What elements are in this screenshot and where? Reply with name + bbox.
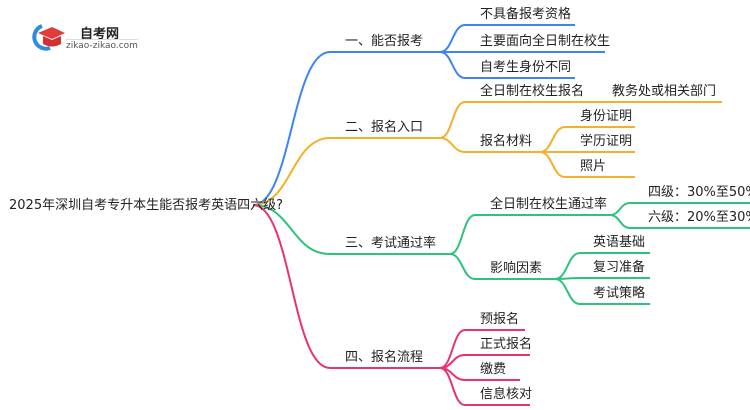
node-branches-1-children-1-children-0: 身份证明 — [580, 109, 633, 124]
edge-branches-0-children-2 — [439, 51, 575, 79]
node-branches-3-children-0: 预报名 — [480, 312, 520, 327]
node-branches-1-children-1-children-2: 照片 — [580, 159, 607, 174]
edge-branches-1-label — [252, 137, 440, 206]
node-branches-0-children-2: 自考生身份不同 — [480, 60, 572, 75]
edge-branches-3-label — [252, 204, 440, 369]
node-branches-3-children-1: 正式报名 — [480, 337, 533, 352]
node-branches-0-children-0: 不具备报考资格 — [480, 7, 572, 22]
node-branches-1-children-1-children-1: 学历证明 — [580, 134, 633, 149]
graduation-cap-icon — [32, 24, 65, 51]
node-branches-2: 三、考试通过率 — [345, 236, 437, 251]
edge-branches-2-children-0-children-1 — [609, 214, 750, 229]
node-branches-0: 一、能否报考 — [345, 34, 424, 49]
node-branches-1-children-0: 全日制在校生报名 — [480, 84, 585, 99]
node-branches-2-children-1-children-2: 考试策略 — [593, 286, 646, 301]
node-branches-1-children-1: 报名材料 — [480, 134, 533, 149]
node-branches-0-children-1: 主要面向全日制在校生 — [480, 34, 611, 49]
node-branches-2-children-1-children-1: 复习准备 — [593, 260, 646, 275]
edge-branches-3-children-3 — [439, 367, 530, 406]
edge-branches-2-children-1-children-2 — [554, 278, 650, 305]
node-branches-3-children-3: 信息核对 — [480, 387, 533, 402]
node-branches-2-children-1: 影响因素 — [490, 261, 543, 276]
edge-branches-2-children-1-label — [449, 253, 555, 280]
node-branches-3: 四、报名流程 — [345, 350, 424, 365]
edge-branches-2-label — [252, 204, 450, 255]
node-branches-1: 二、报名入口 — [345, 120, 424, 135]
edge-branches-0-label — [252, 51, 440, 206]
edge-branches-1-children-0-label — [439, 101, 590, 139]
root-topic: 2025年深圳自考专升本生能否报考英语四六级? — [9, 198, 283, 213]
edge-branches-1-children-1-children-2 — [539, 151, 635, 178]
node-branches-1-children-0-children-0: 教务处或相关部门 — [612, 84, 717, 99]
logo-url: zikao-zikao.com — [66, 39, 138, 51]
node-branches-2-children-0-children-1: 六级：20%至30% — [648, 210, 750, 225]
edge-branches-1-children-1-label — [439, 137, 540, 153]
node-branches-2-children-1-children-0: 英语基础 — [593, 235, 646, 250]
node-branches-2-children-0-children-0: 四级：30%至50% — [648, 185, 750, 200]
edge-branches-2-children-0-label — [449, 214, 610, 255]
edge-branches-2-children-1-children-1 — [554, 277, 650, 280]
logo-title: 自考网 — [80, 27, 120, 42]
node-branches-2-children-0: 全日制在校生通过率 — [490, 197, 608, 212]
node-branches-3-children-2: 缴费 — [480, 362, 507, 377]
